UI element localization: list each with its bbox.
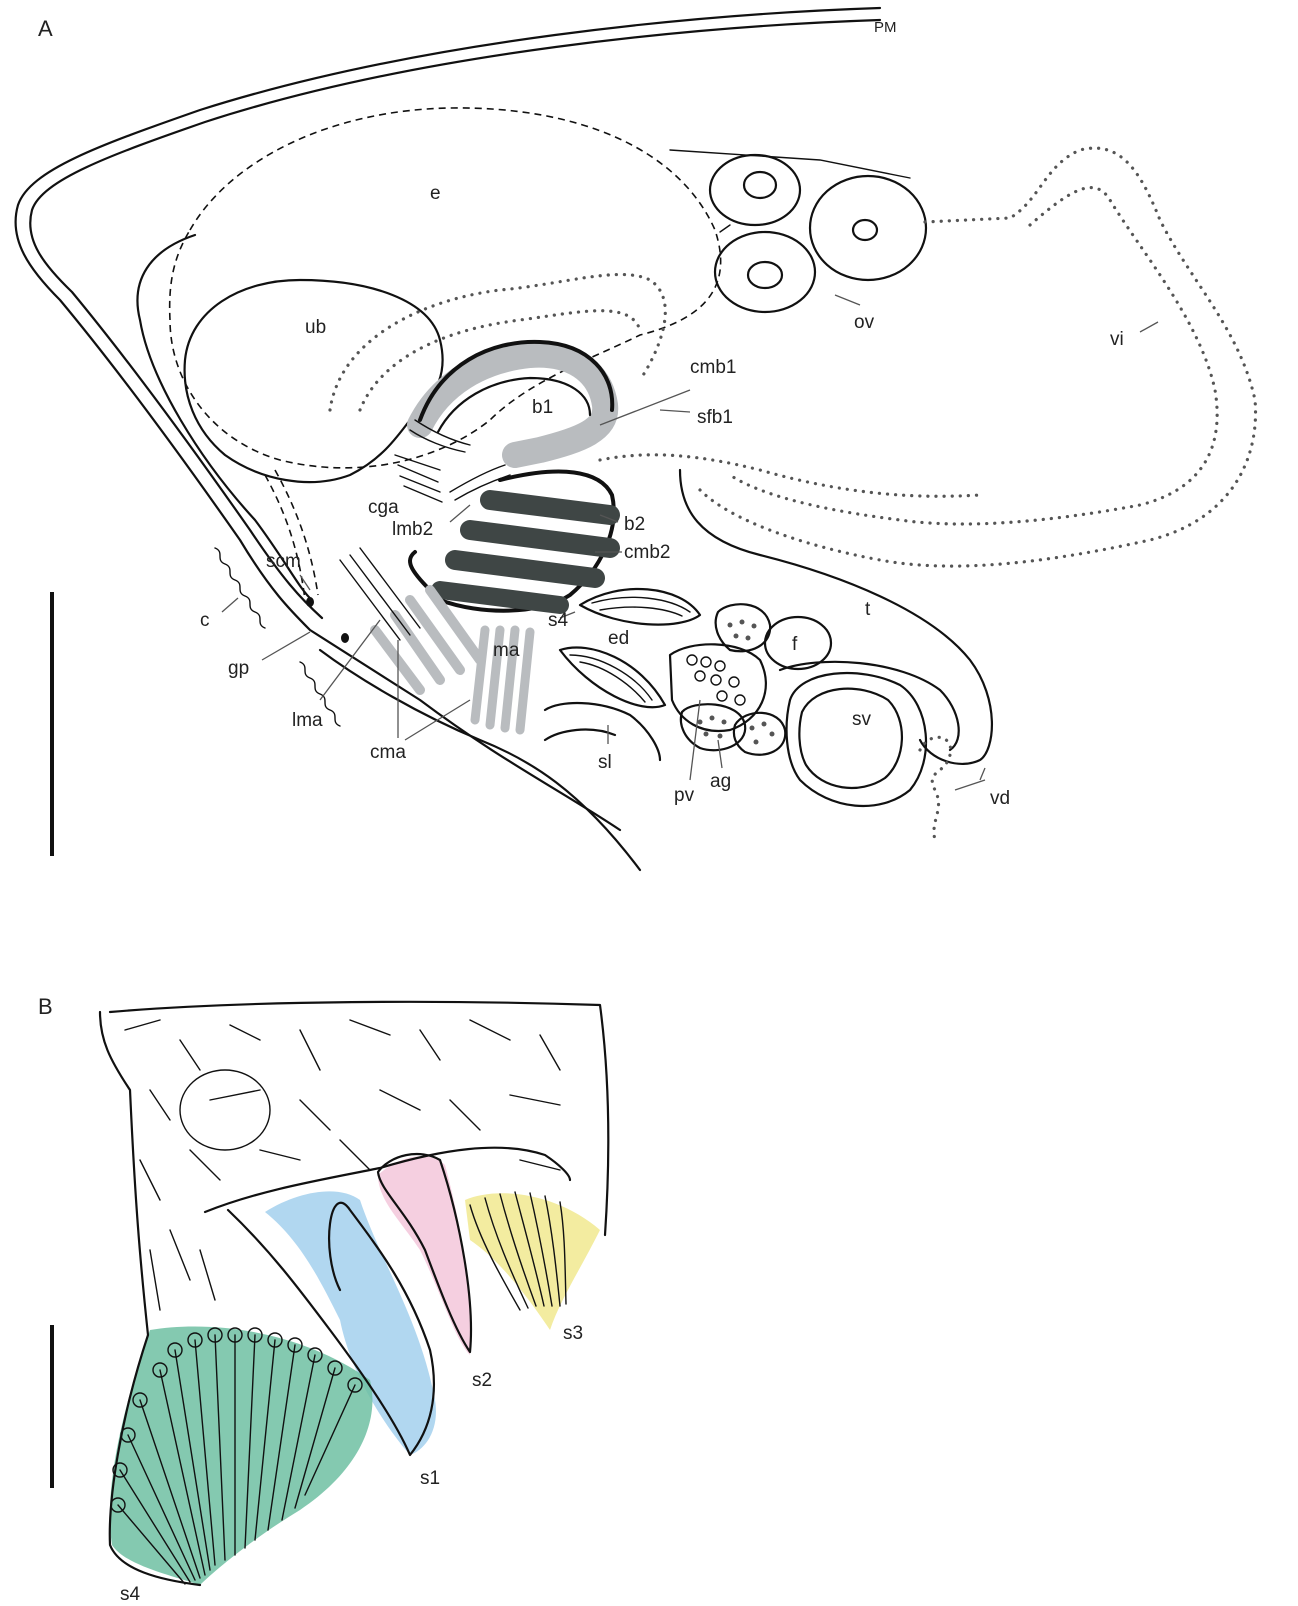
label-gp: gp [228,658,249,679]
label-sv: sv [852,709,872,730]
label-b-s4: s4 [120,1584,141,1605]
label-t: t [865,599,871,620]
label-scm: scm [266,551,301,572]
label-pv: pv [674,785,695,806]
label-vi: vi [1110,329,1124,350]
label-lmb2: lmb2 [392,519,433,540]
label-b-s3: s3 [563,1323,583,1344]
panel-b-drawing [100,1002,608,1585]
panel-label-a: A [38,16,53,41]
label-vd: vd [990,788,1010,809]
label-cmb1: cmb1 [690,357,736,378]
label-sl: sl [598,752,612,773]
label-b-s2: s2 [472,1370,492,1391]
label-b2: b2 [624,514,645,535]
label-cga: cga [368,497,399,518]
label-cmb2: cmb2 [624,542,670,563]
label-c: c [200,610,210,631]
label-f: f [792,634,798,655]
label-lma: lma [292,710,323,731]
label-ma: ma [493,640,520,661]
label-ag: ag [710,771,731,792]
label-sfb1: sfb1 [697,407,733,428]
label-ed: ed [608,628,629,649]
label-b1: b1 [532,397,553,418]
panel-label-b: B [38,994,53,1019]
label-ov: ov [854,312,875,333]
label-b-s1: s1 [420,1468,440,1489]
label-e: e [430,183,441,204]
label-cma: cma [370,742,406,763]
label-s4: s4 [548,610,569,631]
label-ub: ub [305,317,326,338]
author-signature: PM [874,19,897,36]
panel-a-labels: e ub b1 cmb1 sfb1 ov vi cga lmb2 b2 cmb2… [200,183,1124,809]
panel-a-drawing [16,8,1256,870]
